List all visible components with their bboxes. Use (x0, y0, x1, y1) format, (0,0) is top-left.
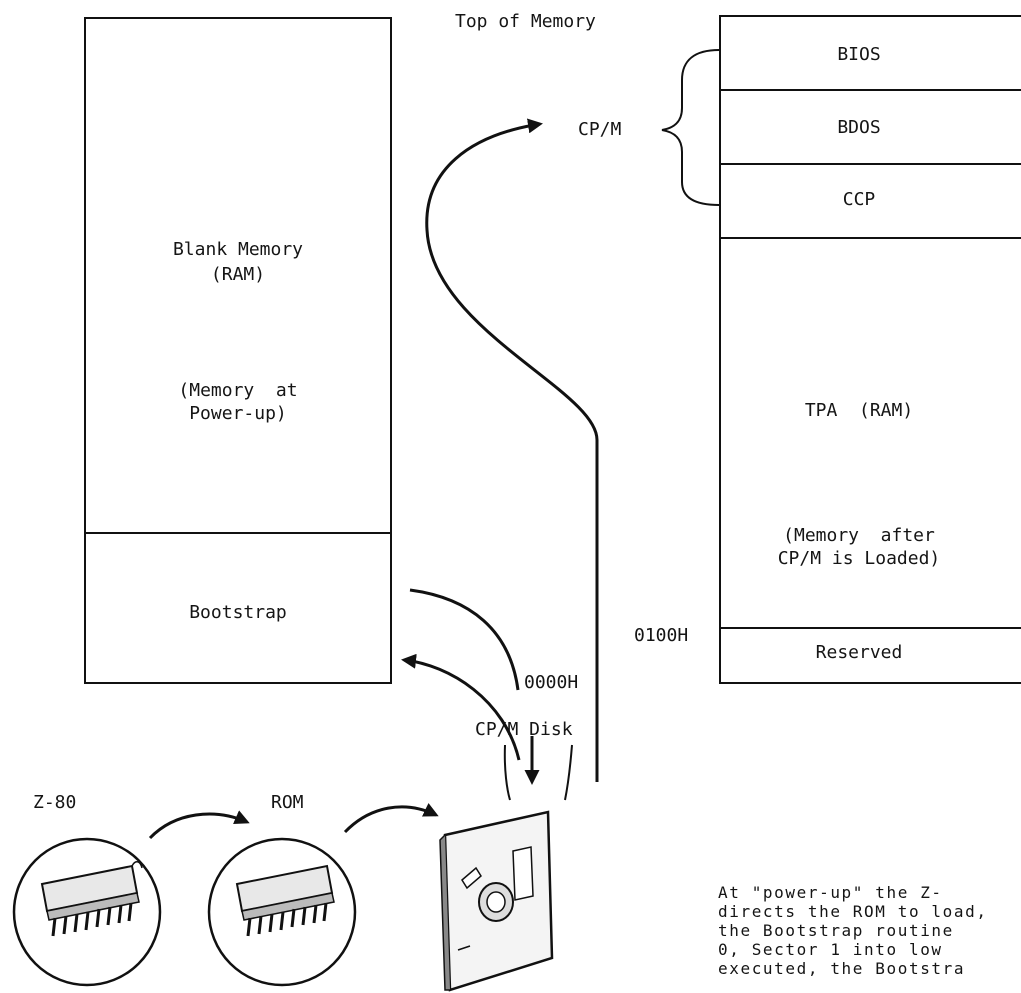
disk-right-line (565, 745, 572, 800)
disk-to-cpm-arrow (427, 124, 597, 782)
disk-left-line (505, 745, 510, 800)
floppy-disk-icon (440, 812, 552, 990)
cpm-brace (662, 50, 719, 205)
bootstrap-in-arrow (404, 660, 519, 760)
z80-to-rom-arrow (150, 814, 247, 838)
bootstrap-out-arrow (410, 590, 518, 690)
rom-to-disk-arrow (345, 807, 436, 832)
